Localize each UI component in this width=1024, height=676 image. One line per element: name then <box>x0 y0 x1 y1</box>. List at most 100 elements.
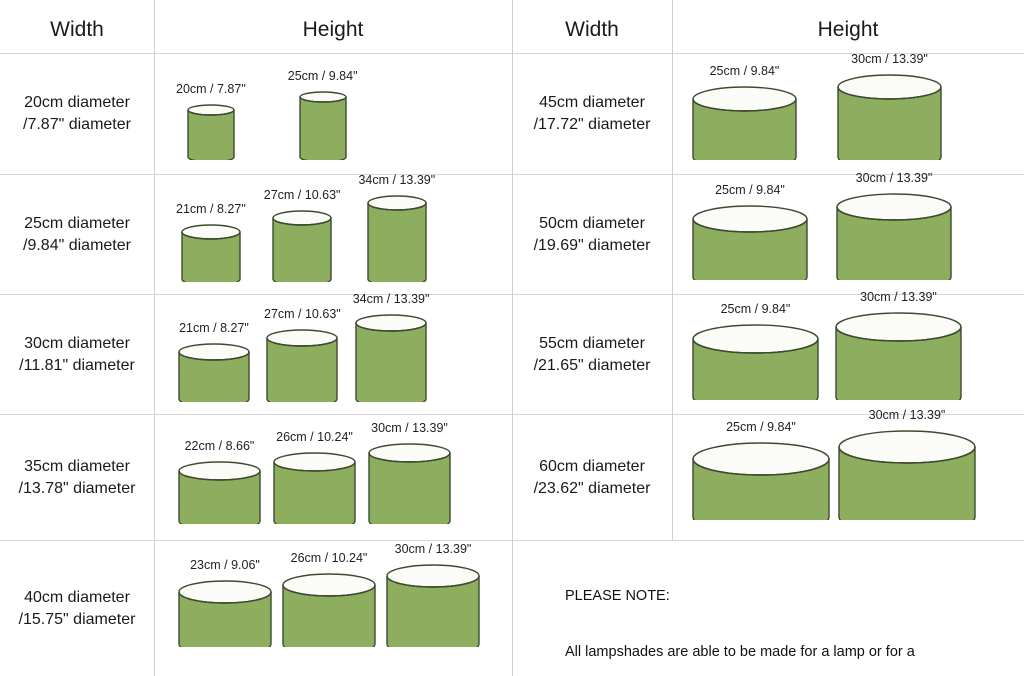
shade-height-label: 23cm / 9.06" <box>190 558 260 572</box>
width-label-line1: 20cm diameter <box>24 94 130 111</box>
note-line-1: All lampshades are able to be made for a… <box>565 643 915 660</box>
shade-height-label: 20cm / 7.87" <box>176 82 246 96</box>
shade-group: 27cm / 10.63" <box>263 188 341 282</box>
shade-top-front-arc <box>367 202 427 211</box>
shade-height-label: 30cm / 13.39" <box>855 171 933 185</box>
shade-group: 25cm / 9.84" <box>288 69 358 160</box>
shade-group: 25cm / 9.84" <box>690 64 799 160</box>
width-cell-left-2: 30cm diameter /11.81" diameter <box>0 295 154 414</box>
height-cell-left-3: 22cm / 8.66" 26cm / 10.24" 30cm / 13.39" <box>176 415 512 540</box>
header-left-width: Width <box>50 18 104 41</box>
lampshade-cylinder-icon <box>834 191 954 280</box>
height-cell-left-1: 21cm / 8.27"27cm / 10.63"34cm / 13.39" <box>176 173 512 294</box>
width-cell-left-4: 40cm diameter /15.75" diameter <box>0 541 154 676</box>
shade-top-front-arc <box>273 461 356 472</box>
shade-group: 26cm / 10.24" <box>271 430 358 524</box>
shade-top-front-arc <box>692 338 819 354</box>
shade-group: 22cm / 8.66" <box>176 439 263 524</box>
shade-group: 30cm / 13.39" <box>384 542 482 647</box>
height-cell-left-0: 20cm / 7.87" 25cm / 9.84" <box>176 54 512 174</box>
shade-group: 21cm / 8.27" <box>176 202 246 282</box>
lampshade-cylinder-icon <box>280 571 378 647</box>
width-label-line1: 35cm diameter <box>24 457 130 475</box>
lampshade-cylinder-icon <box>690 203 810 280</box>
shade-top-front-arc <box>282 584 376 597</box>
shade-top-front-arc <box>178 470 261 481</box>
width-label-line2: /23.62" diameter <box>533 479 651 497</box>
shade-height-label: 27cm / 10.63" <box>264 307 341 321</box>
shade-body <box>187 109 235 160</box>
lampshade-cylinder-icon <box>297 89 349 160</box>
shade-height-label: 26cm / 10.24" <box>276 430 353 444</box>
height-cell-right-2: 25cm / 9.84"30cm / 13.39" <box>690 290 1024 414</box>
lampshade-cylinder-icon <box>176 341 252 402</box>
lampshade-cylinder-icon <box>264 327 340 402</box>
width-label-line2: /11.81" diameter <box>19 356 135 374</box>
lampshade-cylinder-icon <box>835 72 944 160</box>
shade-body <box>367 202 427 282</box>
lampshade-cylinder-icon <box>185 102 237 160</box>
shade-height-label: 25cm / 9.84" <box>287 69 358 83</box>
width-label-line1: 45cm diameter <box>539 94 645 111</box>
height-cell-right-0: 25cm / 9.84" 30cm / 13.39" <box>690 52 1024 174</box>
shade-height-label: 25cm / 9.84" <box>715 183 785 197</box>
shade-body <box>355 322 427 402</box>
width-cell-right-0: 45cm diameter /17.72" diameter <box>512 54 672 174</box>
shade-group: 30cm / 13.39" <box>366 421 453 524</box>
shade-top-front-arc <box>692 98 797 112</box>
shade-top-front-arc <box>272 217 332 226</box>
shade-body <box>272 217 332 282</box>
grid-hline-2 <box>0 294 1024 295</box>
width-label-line2: /17.72" diameter <box>533 116 651 133</box>
lampshade-cylinder-icon <box>836 428 978 520</box>
shade-group: 20cm / 7.87" <box>176 82 246 160</box>
shade-group: 30cm / 13.39" <box>833 290 964 400</box>
width-label-line2: /15.75" diameter <box>18 610 136 628</box>
width-cell-left-0: 20cm diameter /7.87" diameter <box>0 54 154 174</box>
shade-top-front-arc <box>692 218 808 233</box>
shade-body <box>298 96 347 160</box>
shade-group: 30cm / 13.39" <box>836 408 978 520</box>
lampshade-cylinder-icon <box>384 562 482 647</box>
shade-body <box>266 337 339 402</box>
lampshade-cylinder-icon <box>353 312 429 402</box>
shade-top-front-arc <box>838 446 976 464</box>
height-cell-right-1: 25cm / 9.84" 30cm / 13.39" <box>690 171 1024 294</box>
shade-top-front-arc <box>178 351 250 361</box>
shade-height-label: 25cm / 9.84" <box>726 420 796 434</box>
shade-top-front-arc <box>835 326 962 342</box>
shade-body <box>368 452 451 524</box>
width-cell-right-2: 55cm diameter /21.65" diameter <box>512 295 672 414</box>
shade-group: 25cm / 9.84" <box>690 302 821 400</box>
shade-height-label: 27cm / 10.63" <box>263 188 341 202</box>
shade-top-front-arc <box>187 109 235 116</box>
header-right-height: Height <box>817 18 879 41</box>
shade-top-front-arc <box>692 458 830 476</box>
shade-group: 30cm / 13.39" <box>835 52 944 160</box>
lampshade-cylinder-icon <box>833 310 964 400</box>
shade-top-front-arc <box>178 591 272 604</box>
width-label-line1: 60cm diameter <box>539 457 645 475</box>
shade-group: 27cm / 10.63" <box>264 307 341 402</box>
lampshade-cylinder-icon <box>690 84 799 160</box>
shade-height-label: 22cm / 8.66" <box>184 439 255 453</box>
width-cell-right-1: 50cm diameter /19.69" diameter <box>512 175 672 294</box>
width-cell-right-3: 60cm diameter /23.62" diameter <box>512 415 672 540</box>
shade-top-front-arc <box>181 231 241 240</box>
width-label-line2: /13.78" diameter <box>18 479 136 497</box>
lampshade-cylinder-icon <box>365 193 429 282</box>
shade-height-label: 30cm / 13.39" <box>371 421 448 435</box>
height-cell-left-2: 21cm / 8.27"27cm / 10.63"34cm / 13.39" <box>176 292 512 414</box>
width-cell-left-1: 25cm diameter /9.84" diameter <box>0 175 154 294</box>
lampshade-cylinder-icon <box>690 322 821 400</box>
shade-group: 30cm / 13.39" <box>834 171 954 280</box>
width-label-line2: /9.84" diameter <box>23 236 131 254</box>
shade-group: 26cm / 10.24" <box>280 551 378 647</box>
grid-vline-left-inner <box>154 0 155 676</box>
shade-top-front-arc <box>298 96 347 103</box>
lampshade-cylinder-icon <box>179 222 243 282</box>
shade-height-label: 30cm / 13.39" <box>851 52 928 66</box>
width-label-line1: 55cm diameter <box>539 334 645 352</box>
shade-height-label: 34cm / 13.39" <box>352 292 430 306</box>
